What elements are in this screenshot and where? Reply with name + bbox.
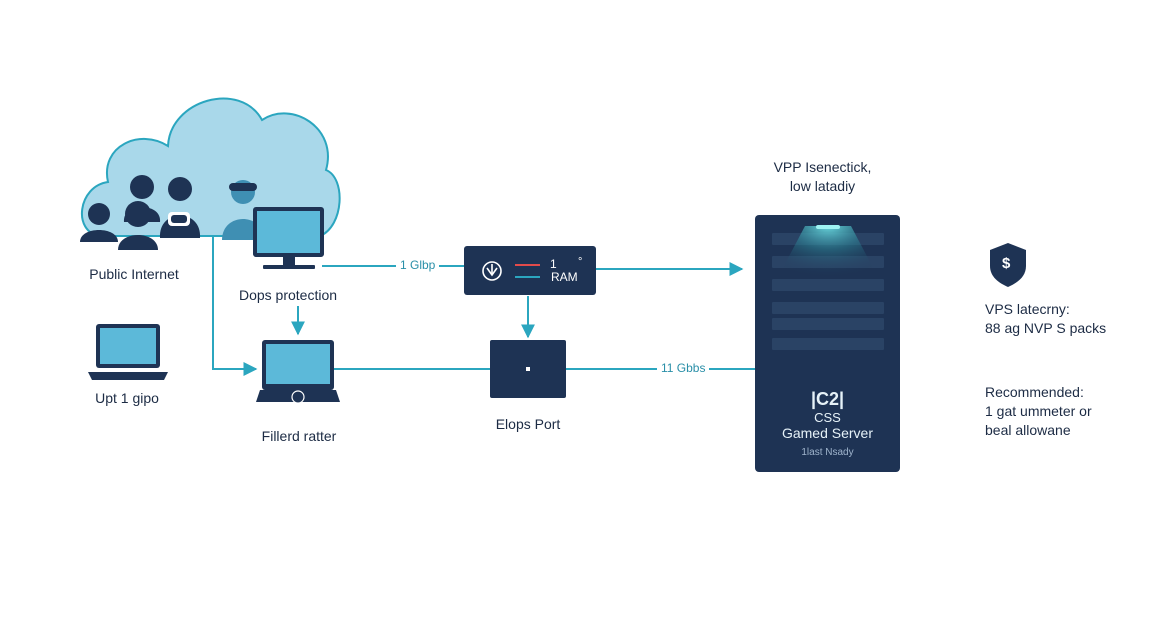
port-icon — [490, 340, 566, 398]
router-icon — [256, 340, 340, 404]
recommended-note-line: Recommended: — [985, 384, 1084, 400]
public-internet-label: Public Internet — [89, 266, 179, 282]
switch-degree: ° — [578, 256, 583, 268]
server-name: Gamed Server — [781, 425, 874, 441]
elops-port-label: Elops Port — [495, 416, 561, 432]
shield-symbol: $ — [1002, 255, 1011, 272]
recommended-note: Recommended: 1 gat ummeter or beal allow… — [985, 383, 1092, 440]
link-internet-router — [212, 236, 258, 376]
laptop-icon — [88, 324, 168, 380]
server-line1: CSS — [814, 410, 841, 425]
shield-icon — [990, 243, 1026, 287]
server-status: 1last Nsady — [801, 447, 854, 458]
filtered-router-label: Fillerd ratter — [261, 428, 337, 444]
uplink-label: Upt 1 gipo — [95, 390, 159, 406]
server-caption-line: low latadiy — [789, 178, 856, 194]
switch-ram-label: RAM — [551, 270, 578, 284]
switch-icon — [464, 246, 596, 295]
server-caption-line: VPP Isenectick, — [773, 159, 872, 175]
link-11gbps-label: 11 Gbbs — [657, 361, 710, 375]
cloud-icon — [80, 97, 341, 237]
vps-latency-note: VPS latecrny: 88 ag NVP S packs — [985, 300, 1106, 338]
ddos-protection-label: Dops protection — [238, 287, 338, 303]
server-caption: VPP Isenectick, low latadiy — [760, 158, 885, 196]
vps-note-line: VPS latecrny: — [985, 301, 1070, 317]
server-icon — [755, 215, 900, 472]
recommended-note-line: beal allowane — [985, 422, 1071, 438]
link-1gbps-label: 1 Glbp — [396, 258, 440, 272]
vps-note-line: 88 ag NVP S packs — [985, 320, 1107, 336]
switch-digit: 1 — [550, 257, 557, 271]
recommended-note-line: 1 gat ummeter or — [985, 403, 1092, 419]
server-title: |C2| — [810, 389, 845, 409]
monitor-icon — [253, 207, 324, 269]
